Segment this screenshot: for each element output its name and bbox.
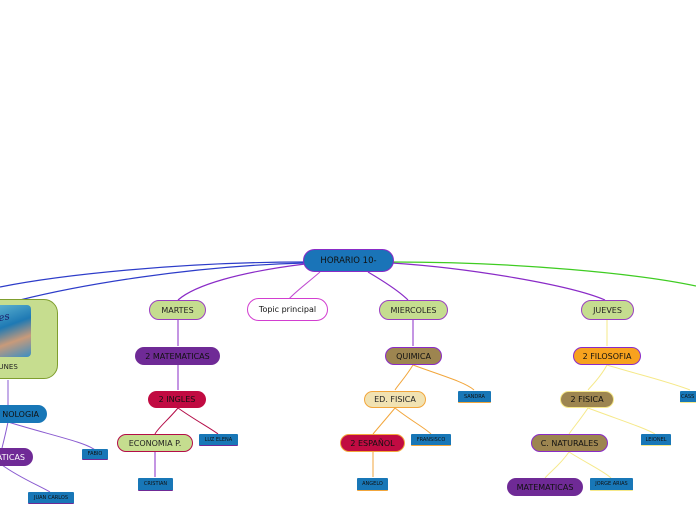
martes-item-economia[interactable]: ECONOMIA P. bbox=[117, 434, 193, 452]
branch-miercoles[interactable]: MIERCOLES bbox=[379, 300, 448, 320]
miercoles-tag-fransisco[interactable]: FRANSISCO bbox=[411, 434, 451, 446]
miercoles-tag-angelo[interactable]: ANGELO bbox=[357, 478, 388, 491]
floating-topic-label: Topic principal bbox=[258, 305, 317, 314]
connector-root-martes bbox=[177, 263, 306, 301]
branch-lunes-label: LUNES bbox=[0, 363, 18, 371]
lunes-tag-juan-carlos[interactable]: JUAN CARLOS bbox=[28, 492, 74, 504]
floating-topic[interactable]: Topic principal bbox=[247, 298, 328, 321]
connector-root-jueves bbox=[391, 262, 606, 301]
jueves-item-fisica[interactable]: 2 FISICA bbox=[560, 391, 614, 408]
jueves-item-matematicas[interactable]: MATEMATICAS bbox=[507, 478, 583, 496]
jueves-tag-cass[interactable]: CASS bbox=[680, 391, 696, 403]
connector-root-lunes-2 bbox=[19, 262, 306, 301]
miercoles-item-ed-fisica[interactable]: ED. FISICA bbox=[364, 391, 426, 408]
lunes-photo: z Lunes bbox=[0, 305, 31, 357]
branch-martes[interactable]: MARTES bbox=[149, 300, 206, 320]
connector-root-miercoles bbox=[367, 271, 409, 301]
branch-jueves[interactable]: JUEVES bbox=[581, 300, 634, 320]
connector-root-lunes bbox=[0, 261, 306, 288]
martes-item-ingles[interactable]: 2 INGLES bbox=[148, 391, 206, 408]
lunes-photo-text: z Lunes bbox=[0, 311, 11, 330]
miercoles-item-quimica[interactable]: QUIMICA bbox=[385, 347, 442, 365]
root-label: HORARIO 10- bbox=[320, 255, 377, 266]
connector-root-right bbox=[392, 261, 696, 287]
jueves-tag-leionel[interactable]: LEIONEL bbox=[641, 434, 671, 446]
root-node[interactable]: HORARIO 10- bbox=[303, 249, 394, 272]
jueves-tag-jorge-arias[interactable]: JORGE ARIAS bbox=[590, 478, 633, 491]
miercoles-tag-sandra[interactable]: SANDRA bbox=[458, 391, 491, 403]
martes-item-matematicas[interactable]: 2 MATEMATICAS bbox=[135, 347, 220, 365]
jueves-item-naturales[interactable]: C. NATURALES bbox=[531, 434, 608, 452]
lunes-item-tecnologia[interactable]: NOLOGIA bbox=[0, 405, 47, 423]
miercoles-item-espanol[interactable]: 2 ESPAÑOL bbox=[340, 434, 405, 452]
lunes-item-matematicas[interactable]: ATICAS bbox=[0, 448, 33, 466]
martes-tag-cristian[interactable]: CRISTIAN bbox=[138, 478, 173, 491]
branch-lunes-image-node[interactable]: z Lunes LUNES bbox=[0, 299, 58, 379]
jueves-item-filosofia[interactable]: 2 FILOSOFIA bbox=[573, 347, 641, 365]
connector-root-topic bbox=[287, 271, 321, 301]
martes-tag-luz-elena[interactable]: LUZ ELENA bbox=[199, 434, 238, 446]
lunes-tag-fabio[interactable]: FABIO bbox=[82, 449, 108, 460]
